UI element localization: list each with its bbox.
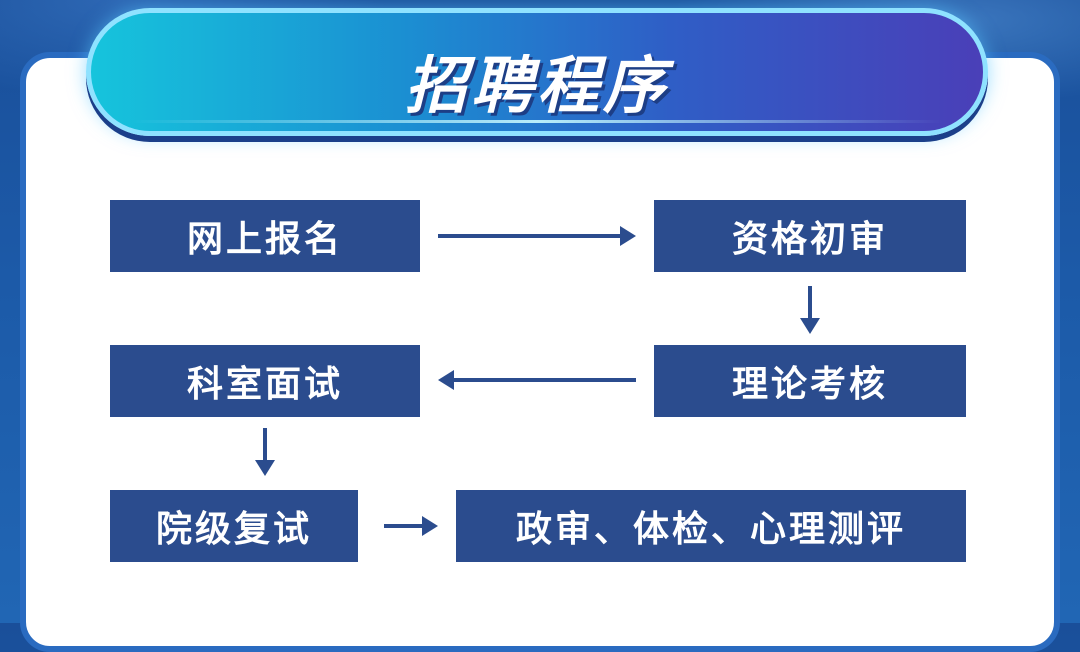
flow-arrows <box>255 226 820 536</box>
step-theory-exam: 理论考核 <box>654 345 966 417</box>
arrow-exam-to-interview <box>438 370 636 390</box>
step-online-registration: 网上报名 <box>110 200 420 272</box>
step-hospital-reinterview: 院级复试 <box>110 490 358 562</box>
step-final-checks: 政审、体检、心理测评 <box>456 490 966 562</box>
page-title: 招聘程序 <box>404 49 669 122</box>
step-department-interview: 科室面试 <box>110 345 420 417</box>
arrow-interview-to-reinterview <box>255 428 275 476</box>
arrow-reinterview-to-checks <box>384 516 438 536</box>
arrow-registration-to-review <box>438 226 636 246</box>
step-qualification-review: 资格初审 <box>654 200 966 272</box>
arrow-review-to-exam <box>800 286 820 334</box>
title-banner: 招聘程序 <box>86 8 988 136</box>
